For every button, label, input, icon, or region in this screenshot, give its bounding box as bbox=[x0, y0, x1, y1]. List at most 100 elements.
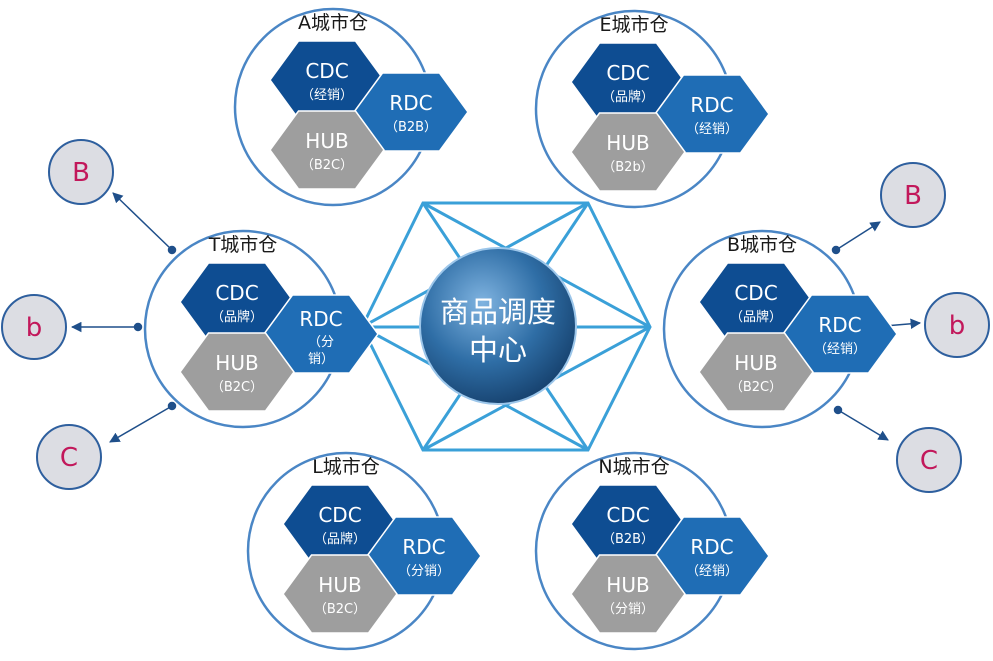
rdc-hex-subtitle: （经销） bbox=[686, 564, 738, 579]
connector-dot bbox=[167, 401, 177, 411]
warehouse-clusters: A城市仓CDC（经销）RDC（B2B）HUB（B2C）E城市仓CDC（品牌）RD… bbox=[143, 7, 898, 651]
hub-hex-shape bbox=[698, 332, 814, 412]
rdc-hex: RDC （经销） bbox=[782, 294, 898, 374]
warehouse-b: B城市仓 CDC （品牌） RDC （经销） HUB （B2C） bbox=[662, 229, 898, 429]
cdc-hex-subtitle: （B2B） bbox=[602, 532, 654, 547]
hub-hex-shape bbox=[570, 112, 686, 192]
connector-dot bbox=[133, 322, 143, 332]
leaf-circle bbox=[896, 427, 962, 493]
hub-hex: HUB （B2C） bbox=[282, 554, 398, 634]
rdc-hex-label: RDC bbox=[402, 535, 445, 559]
dispatch-center-sphere bbox=[419, 247, 577, 405]
leaf-label: b bbox=[949, 311, 966, 341]
dispatch-center-label-line1: 商品调度 bbox=[440, 295, 556, 329]
leaf-label: b bbox=[26, 313, 43, 343]
warehouse-n: N城市仓 CDC （B2B） RDC （经销） HUB （分销） bbox=[534, 451, 770, 651]
hub-hex-shape bbox=[282, 554, 398, 634]
hub-hex-subtitle: （B2C） bbox=[730, 380, 782, 395]
warehouse-title: L城市仓 bbox=[312, 456, 380, 478]
leaf-label: C bbox=[920, 446, 938, 476]
connector-dot bbox=[831, 245, 841, 255]
leaf-label: B bbox=[72, 158, 90, 188]
warehouse-a: A城市仓 CDC （经销） RDC （B2B） HUB （B2C） bbox=[233, 7, 469, 207]
rdc-hex-label: RDC bbox=[818, 313, 861, 337]
rdc-hex: RDC （B2B） bbox=[353, 72, 469, 152]
cdc-hex-label: CDC bbox=[734, 281, 777, 305]
leaf-node-right-bottom: C bbox=[896, 427, 962, 493]
leaf-circle bbox=[880, 162, 946, 228]
rdc-hex: RDC （经销） bbox=[654, 516, 770, 596]
warehouse-e: E城市仓 CDC （品牌） RDC （经销） HUB （B2b） bbox=[534, 9, 770, 209]
rdc-hex-label: RDC bbox=[389, 91, 432, 115]
rdc-hex-subtitle: （B2B） bbox=[385, 120, 437, 135]
leaf-label: C bbox=[60, 443, 78, 473]
hub-hex: HUB （B2C） bbox=[179, 332, 295, 412]
hub-hex: HUB （B2b） bbox=[570, 112, 686, 192]
warehouse-t: T城市仓 CDC （品牌） RDC （分销） HUB （B2C） bbox=[143, 229, 379, 429]
cdc-hex-label: CDC bbox=[305, 59, 348, 83]
rdc-hex-subtitle: （分 bbox=[308, 335, 334, 350]
connector-arrow bbox=[837, 409, 889, 441]
connector-dot bbox=[833, 405, 843, 415]
hub-hex-subtitle: （B2C） bbox=[301, 158, 353, 173]
leaf-circle bbox=[924, 292, 990, 358]
hub-hex: HUB （分销） bbox=[570, 554, 686, 634]
hub-hex-subtitle: （B2b） bbox=[602, 160, 653, 175]
hub-hex-shape bbox=[179, 332, 295, 412]
leaf-node-right-mid: b bbox=[924, 292, 990, 358]
rdc-hex-subtitle: （经销） bbox=[686, 122, 738, 137]
warehouse-title: E城市仓 bbox=[599, 14, 668, 36]
warehouse-title: A城市仓 bbox=[298, 12, 368, 34]
cdc-hex-subtitle: （品牌） bbox=[211, 309, 263, 325]
connector-dot bbox=[167, 245, 177, 255]
leaf-circle bbox=[36, 424, 102, 490]
leaf-circle bbox=[48, 139, 114, 205]
cdc-hex: CDC（品牌） bbox=[282, 484, 398, 564]
hub-hex-label: HUB bbox=[318, 573, 361, 597]
rdc-hex: RDC （分销） bbox=[263, 294, 379, 374]
dispatch-center: 商品调度 中心 bbox=[419, 247, 577, 405]
hub-hex-shape bbox=[269, 110, 385, 190]
cdc-hex-label: CDC bbox=[215, 281, 258, 305]
hub-hex-label: HUB bbox=[305, 129, 348, 153]
hub-hex-label: HUB bbox=[606, 131, 649, 155]
hub-hex-subtitle: （分销） bbox=[602, 602, 654, 617]
cdc-hex: CDC （品牌） bbox=[570, 42, 686, 122]
dispatch-center-label-line2: 中心 bbox=[469, 333, 527, 367]
rdc-hex-label: RDC bbox=[690, 93, 733, 117]
leaf-node-left-bottom: C bbox=[36, 424, 102, 490]
rdc-hex-label: RDC bbox=[690, 535, 733, 559]
rdc-hex-label: RDC bbox=[299, 307, 342, 331]
cdc-hex-subtitle: （品牌） bbox=[314, 531, 366, 547]
cdc-hex-subtitle: （品牌） bbox=[602, 89, 654, 105]
rdc-hex: RDC （经销） bbox=[654, 74, 770, 154]
rdc-hex-subtitle-2: 销） bbox=[308, 352, 334, 367]
hub-hex-label: HUB bbox=[215, 351, 258, 375]
warehouse-title: T城市仓 bbox=[208, 234, 278, 256]
leaf-node-left-mid: b bbox=[1, 294, 67, 360]
warehouse-title: B城市仓 bbox=[727, 234, 797, 256]
leaf-nodes: B b C B b C bbox=[1, 139, 990, 493]
hub-hex-subtitle: （B2C） bbox=[314, 602, 366, 617]
rdc-hex-subtitle: （经销） bbox=[814, 342, 866, 357]
hub-hex-subtitle: （B2C） bbox=[211, 380, 263, 395]
rdc-hex-subtitle: （分销） bbox=[398, 564, 450, 579]
hub-hex-shape bbox=[570, 554, 686, 634]
hub-hex-label: HUB bbox=[734, 351, 777, 375]
leaf-node-right-top: B bbox=[880, 162, 946, 228]
leaf-label: B bbox=[904, 181, 922, 211]
warehouse-title: N城市仓 bbox=[598, 456, 669, 478]
warehouse-l: L城市仓 CDC（品牌）RDC （分销） HUB （B2C） bbox=[246, 451, 482, 651]
cdc-hex-subtitle: （经销） bbox=[301, 88, 353, 103]
rdc-hex: RDC （分销） bbox=[366, 516, 482, 596]
hub-hex-label: HUB bbox=[606, 573, 649, 597]
cdc-hex-subtitle: （品牌） bbox=[730, 309, 782, 325]
cdc-hex: CDC （品牌） bbox=[698, 262, 814, 342]
connector-arrow bbox=[112, 192, 173, 251]
cdc-hex-label: CDC bbox=[606, 503, 649, 527]
hub-hex: HUB （B2C） bbox=[269, 110, 385, 190]
leaf-connectors bbox=[70, 192, 922, 443]
cdc-hex-label: CDC bbox=[606, 61, 649, 85]
hub-hex: HUB （B2C） bbox=[698, 332, 814, 412]
